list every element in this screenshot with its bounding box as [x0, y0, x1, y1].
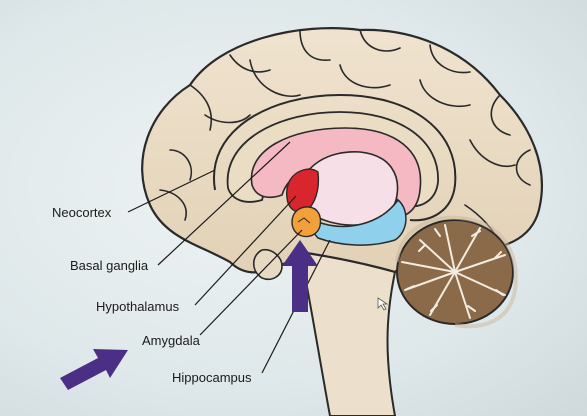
amygdala-detail: [297, 217, 311, 224]
label-amygdala: Amygdala: [142, 333, 201, 348]
cingulate-fold: [212, 93, 457, 222]
cerebellum-outer-band: [395, 215, 518, 329]
cerebellum-folia: [401, 224, 506, 319]
label-hypothalamus: Hypothalamus: [96, 299, 180, 314]
leader-lines: [127, 141, 331, 374]
brainstem: [298, 248, 397, 416]
label-neocortex: Neocortex: [52, 205, 112, 220]
amygdala-region: [291, 206, 322, 238]
label-hippocampus: Hippocampus: [172, 370, 252, 385]
label-basal-ganglia: Basal ganglia: [70, 258, 149, 273]
mouse-cursor-icon: [377, 297, 389, 311]
arrow-up-amygdala: [282, 240, 318, 312]
arrow-diagonal-amygdala: [60, 349, 128, 390]
